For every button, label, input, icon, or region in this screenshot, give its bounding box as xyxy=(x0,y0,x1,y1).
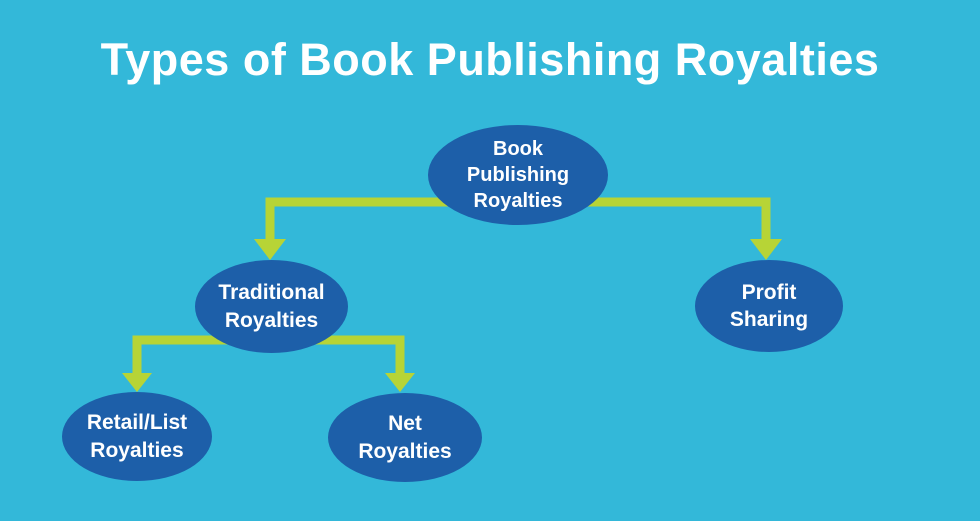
node-book-publishing-royalties: Book Publishing Royalties xyxy=(428,125,608,225)
node-traditional-royalties: Traditional Royalties xyxy=(195,260,348,353)
page-title: Types of Book Publishing Royalties xyxy=(100,34,880,85)
arrowhead-to-net xyxy=(385,373,415,392)
arrowhead-to-retail xyxy=(122,373,152,392)
arrowhead-to-traditional xyxy=(254,239,286,260)
node-label: Net Royalties xyxy=(358,412,452,463)
node-label: Book Publishing Royalties xyxy=(466,138,570,212)
node-net-royalties: Net Royalties xyxy=(328,393,482,482)
node-profit-sharing: Profit Sharing xyxy=(695,260,843,352)
node-label: Retail/List Royalties xyxy=(86,411,188,462)
node-label: Profit Sharing xyxy=(729,280,809,331)
node-retail-list-royalties: Retail/List Royalties xyxy=(62,392,212,481)
node-label: Traditional Royalties xyxy=(218,281,325,332)
arrowhead-to-profit xyxy=(750,239,782,260)
